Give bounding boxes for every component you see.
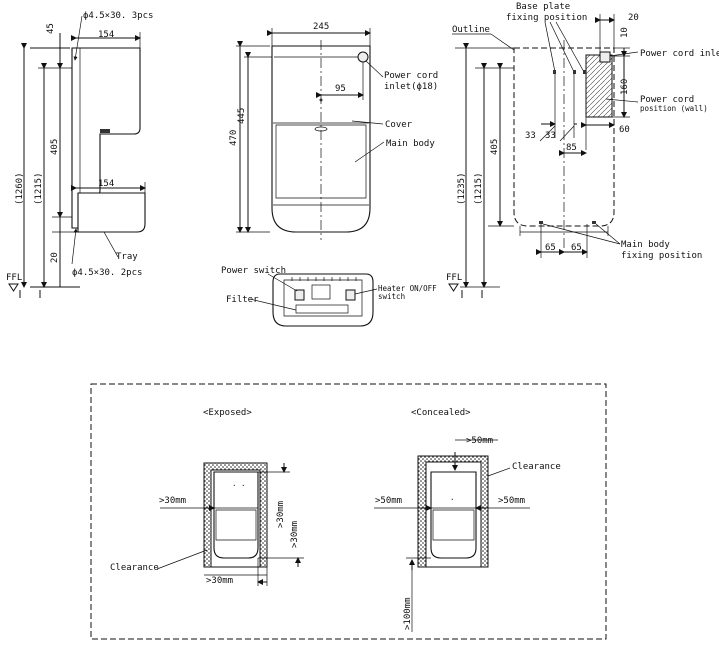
dim-405-rear: 405 [490,139,500,155]
dim-154-mid: 154 [98,179,114,189]
dim-405-side: 405 [50,139,60,155]
tray-label: Tray [116,252,138,262]
exposed-title: <Exposed> [203,408,252,418]
dim-65b: 65 [571,243,582,253]
dim-445: 445 [237,108,247,124]
dim-20-side: 20 [50,252,60,263]
cover-label: Cover [385,120,413,130]
ffl-label-rear: FFL [446,273,462,283]
dim-65a: 65 [545,243,556,253]
heater-switch-label-2: switch [378,292,405,301]
dim-160: 160 [620,79,630,95]
ffl-label-side: FFL [6,273,22,283]
main-body-fix-label-2: fixing position [621,251,702,261]
vent-marks [291,277,357,281]
power-switch-label: Power switch [221,266,286,276]
dim-245: 245 [313,22,329,32]
exposed-clearance-label: Clearance [110,563,159,573]
exposed-bottom-label: >30mm [206,576,233,586]
dim-60: 60 [619,125,630,135]
svg-text:.: . [450,493,455,502]
dim-470: 470 [229,130,239,146]
dim-20-rear: 20 [628,13,639,23]
base-plate-label-2: fixing position [506,13,587,23]
clearance-panel-border [90,383,607,640]
exposed-left-label: >30mm [159,496,186,506]
power-cord-inlet-rear-label: Power cord inlet [640,49,719,59]
dim-1215-side: (1215) [34,172,44,205]
dim-1260: (1260) [15,172,25,205]
holes-top-label: ϕ4.5×30. 3pcs [83,11,153,21]
base-plate-label: Base plate [516,2,570,12]
power-cord-inlet-label: Power cord [384,71,438,81]
heater-switch-label: Heater ON/OFF [378,284,437,293]
power-cord-position-label-2: position (wall) [640,104,708,113]
main-body-label: Main body [386,139,435,149]
side-view: 45 (1260) (1215) 405 20 FFL 154 154 ϕ4.5… [6,11,153,298]
concealed-right-label: >50mm [498,496,525,506]
concealed-top-label: >50mm [466,436,493,446]
exposed-right-label-2: >30mm [290,521,300,548]
dim-33a: 33 [525,131,536,141]
dim-10-rear: 10 [620,27,630,38]
rear-view: 20 10 160 60 Power cord inlet Power cord… [446,2,719,298]
concealed-title: <Concealed> [411,408,471,418]
dim-85: 85 [566,143,577,153]
dim-33b: 33 [545,131,556,141]
front-view: 245 470 445 Power cord inlet(ϕ18) 95 Cov… [229,22,438,240]
exposed-diagram: <Exposed> . . >30mm >30mm >30mm >30mm Cl… [110,408,304,586]
concealed-diagram: <Concealed> . >50mm >50mm >50mm Clearanc… [374,408,561,632]
filter-label: Filter [226,295,259,305]
holes-bottom-label: ϕ4.5×30. 2pcs [72,268,142,278]
power-cord-inlet-label-2: inlet(ϕ18) [384,82,438,92]
power-cord-position-label: Power cord [640,95,694,105]
dim-95: 95 [335,84,346,94]
dim-1215-rear: (1215) [474,172,484,205]
concealed-left-label: >50mm [375,496,402,506]
concealed-clearance-label: Clearance [512,462,561,472]
concealed-bottom-label: >100mm [403,597,413,630]
svg-text:. .: . . [232,479,246,488]
dim-1235: (1235) [457,172,467,205]
dim-45: 45 [46,23,56,34]
dim-154-top: 154 [98,30,114,40]
outline-label: Outline [452,25,490,35]
bottom-view: Power switch Filter Heater ON/OFF switch [221,266,437,327]
main-body-fix-label: Main body [621,240,670,250]
exposed-right-label: >30mm [276,501,286,528]
